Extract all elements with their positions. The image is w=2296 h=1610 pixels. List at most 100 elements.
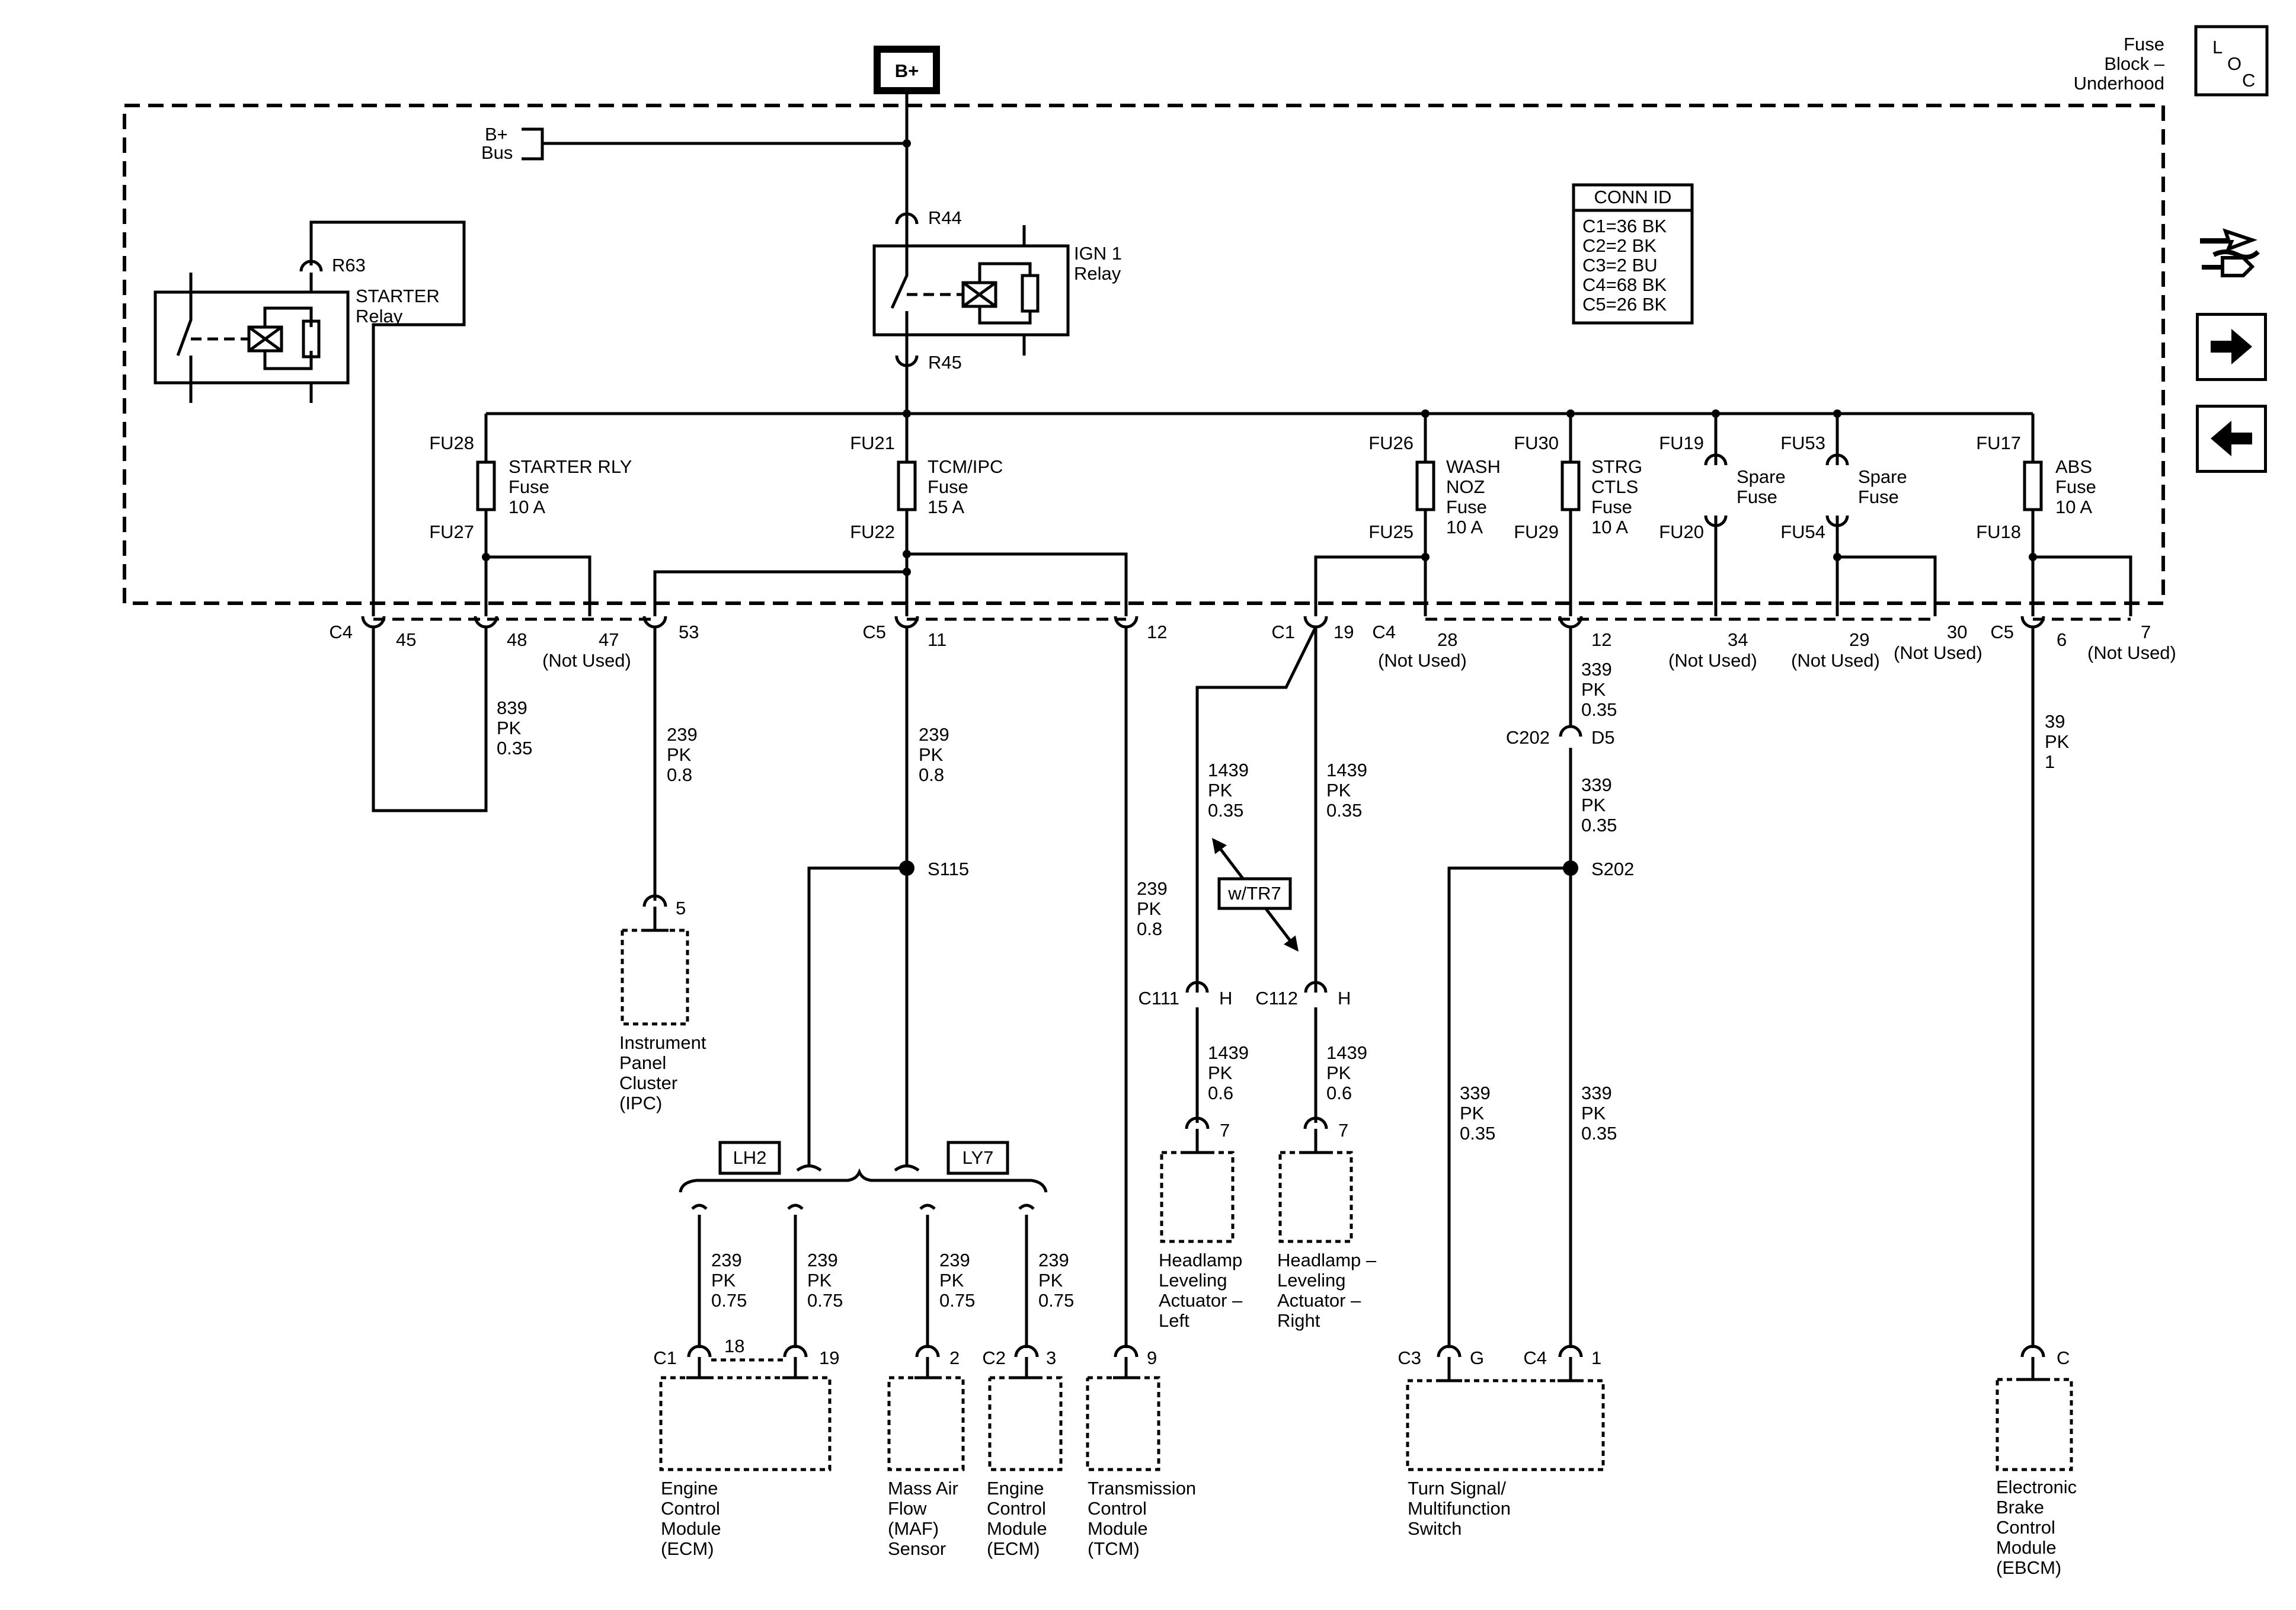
schematic-diagram-icon[interactable] <box>2196 213 2267 290</box>
ecm-maf-drops <box>698 1215 1028 1348</box>
svg-text:Control: Control <box>1996 1517 2055 1538</box>
wire-239-tcm-label: 239 PK 0.8 <box>1137 878 1168 939</box>
svg-text:0.35: 0.35 <box>1581 1123 1617 1144</box>
svg-text:Mass Air: Mass Air <box>888 1478 958 1499</box>
loc-badge[interactable]: L O C <box>2194 25 2269 97</box>
svg-text:(Not Used): (Not Used) <box>1378 650 1467 671</box>
svg-text:PK: PK <box>1581 679 1606 700</box>
connector-c1: C1 19 <box>1271 622 1354 642</box>
svg-text:PK: PK <box>1581 1103 1606 1124</box>
svg-text:1439: 1439 <box>1208 760 1249 780</box>
turn-signal-switch-component: C3 G C4 1 Turn Signal/ Multifunction Swi… <box>1398 1345 1605 1539</box>
option-breaks <box>796 1164 920 1172</box>
r45-terminal <box>895 355 919 367</box>
svg-text:PK: PK <box>2045 731 2070 752</box>
svg-text:PK: PK <box>1326 1062 1351 1083</box>
svg-text:Switch: Switch <box>1408 1518 1462 1539</box>
svg-text:0.35: 0.35 <box>1208 800 1243 821</box>
svg-text:1: 1 <box>2045 751 2055 772</box>
ign1-relay: R44 R45 IGN 1 Relay <box>872 207 1122 373</box>
svg-text:39: 39 <box>2045 711 2065 732</box>
svg-text:L: L <box>2212 37 2223 57</box>
svg-text:0.75: 0.75 <box>711 1290 747 1311</box>
option-ly7: LY7 <box>946 1141 1009 1175</box>
svg-text:339: 339 <box>1581 774 1612 795</box>
svg-text:FU30: FU30 <box>1514 433 1559 453</box>
svg-text:45: 45 <box>396 629 416 650</box>
arrow-left-icon[interactable] <box>2196 405 2267 473</box>
starter-relay: R63 STARTER Relay <box>154 220 466 616</box>
svg-text:PK: PK <box>807 1270 832 1291</box>
svg-text:(Not Used): (Not Used) <box>1668 650 1757 671</box>
svg-text:C202: C202 <box>1506 727 1550 748</box>
svg-text:G: G <box>1470 1347 1484 1368</box>
svg-text:47: 47 <box>599 629 619 650</box>
svg-text:FU17: FU17 <box>1976 433 2021 453</box>
svg-text:PK: PK <box>919 744 944 765</box>
svg-text:(TCM): (TCM) <box>1088 1538 1140 1559</box>
svg-text:Relay: Relay <box>356 306 403 327</box>
svg-text:Fuse: Fuse <box>1446 497 1487 517</box>
svg-text:(Not Used): (Not Used) <box>2087 642 2176 663</box>
svg-text:PK: PK <box>1460 1103 1485 1124</box>
svg-text:FU54: FU54 <box>1780 521 1825 542</box>
svg-text:0.75: 0.75 <box>1038 1290 1074 1311</box>
svg-text:18: 18 <box>724 1336 744 1356</box>
svg-text:LH2: LH2 <box>733 1147 767 1168</box>
svg-text:0.35: 0.35 <box>1581 699 1617 720</box>
tcm-component: 9 Transmission Control Module (TCM) <box>1086 1345 1196 1559</box>
svg-text:CONN ID: CONN ID <box>1594 187 1672 207</box>
inline-c111: C111 H <box>1138 981 1232 1022</box>
fuse-wash-noz: FU26 FU25 WASH NOZ Fuse 10 A <box>1368 414 1501 616</box>
svg-text:15 A: 15 A <box>928 497 964 517</box>
svg-text:0.75: 0.75 <box>807 1290 843 1311</box>
svg-text:Sensor: Sensor <box>888 1538 946 1559</box>
option-tr7: w/TR7 <box>1217 877 1292 910</box>
svg-text:Leveling: Leveling <box>1277 1270 1345 1291</box>
wire-339-mid-label: 339 PK 0.35 <box>1581 774 1617 836</box>
svg-text:Control: Control <box>987 1498 1046 1519</box>
arrow-right-icon[interactable] <box>2196 313 2267 381</box>
svg-text:C5: C5 <box>862 622 886 642</box>
svg-text:STARTER: STARTER <box>356 286 440 306</box>
drop-breaks <box>691 1204 1035 1210</box>
svg-text:Block –: Block – <box>2104 53 2164 74</box>
fu25-to-c1 <box>1314 555 1425 616</box>
svg-text:0.35: 0.35 <box>497 738 532 758</box>
svg-text:FU20: FU20 <box>1659 521 1704 542</box>
svg-text:(IPC): (IPC) <box>619 1093 662 1113</box>
svg-text:D5: D5 <box>1591 727 1615 748</box>
svg-text:C111: C111 <box>1138 988 1179 1009</box>
svg-text:NOZ: NOZ <box>1446 476 1485 497</box>
svg-text:28: 28 <box>1437 629 1457 650</box>
svg-text:LY7: LY7 <box>962 1147 994 1168</box>
svg-text:TCM/IPC: TCM/IPC <box>928 456 1003 477</box>
svg-text:0.75: 0.75 <box>939 1290 975 1311</box>
s115-wires <box>807 627 909 1164</box>
fuse-strg-ctls: FU30 FU29 STRG CTLS Fuse 10 A <box>1514 414 1642 616</box>
inline-c112: C112 H <box>1255 981 1351 1022</box>
svg-text:C1: C1 <box>1271 622 1295 642</box>
svg-text:239: 239 <box>667 724 698 745</box>
r44-terminal <box>895 212 919 225</box>
svg-text:H: H <box>1219 988 1232 1009</box>
headlamp-left-component: 7 Headlamp Leveling Actuator – Left <box>1159 1116 1243 1331</box>
svg-text:10 A: 10 A <box>1591 517 1628 537</box>
splice-s115-label: S115 <box>928 859 969 879</box>
wire-339-upper-label: 339 PK 0.35 <box>1581 659 1617 720</box>
svg-text:Transmission: Transmission <box>1088 1478 1196 1499</box>
svg-text:C5=26 BK: C5=26 BK <box>1582 294 1667 315</box>
svg-text:Leveling: Leveling <box>1159 1270 1227 1291</box>
svg-text:1439: 1439 <box>1326 1042 1367 1063</box>
svg-text:Brake: Brake <box>1996 1497 2044 1518</box>
option-bracket <box>679 1168 1048 1193</box>
svg-text:PK: PK <box>1208 780 1233 801</box>
svg-text:PK: PK <box>1208 1062 1233 1083</box>
svg-text:Actuator –: Actuator – <box>1159 1290 1243 1311</box>
svg-text:FU22: FU22 <box>850 521 895 542</box>
svg-text:239: 239 <box>807 1250 838 1270</box>
svg-text:839: 839 <box>497 697 527 718</box>
svg-text:(Not Used): (Not Used) <box>1894 642 1982 663</box>
svg-text:Headlamp: Headlamp <box>1159 1250 1242 1270</box>
svg-text:0.35: 0.35 <box>1460 1123 1495 1144</box>
